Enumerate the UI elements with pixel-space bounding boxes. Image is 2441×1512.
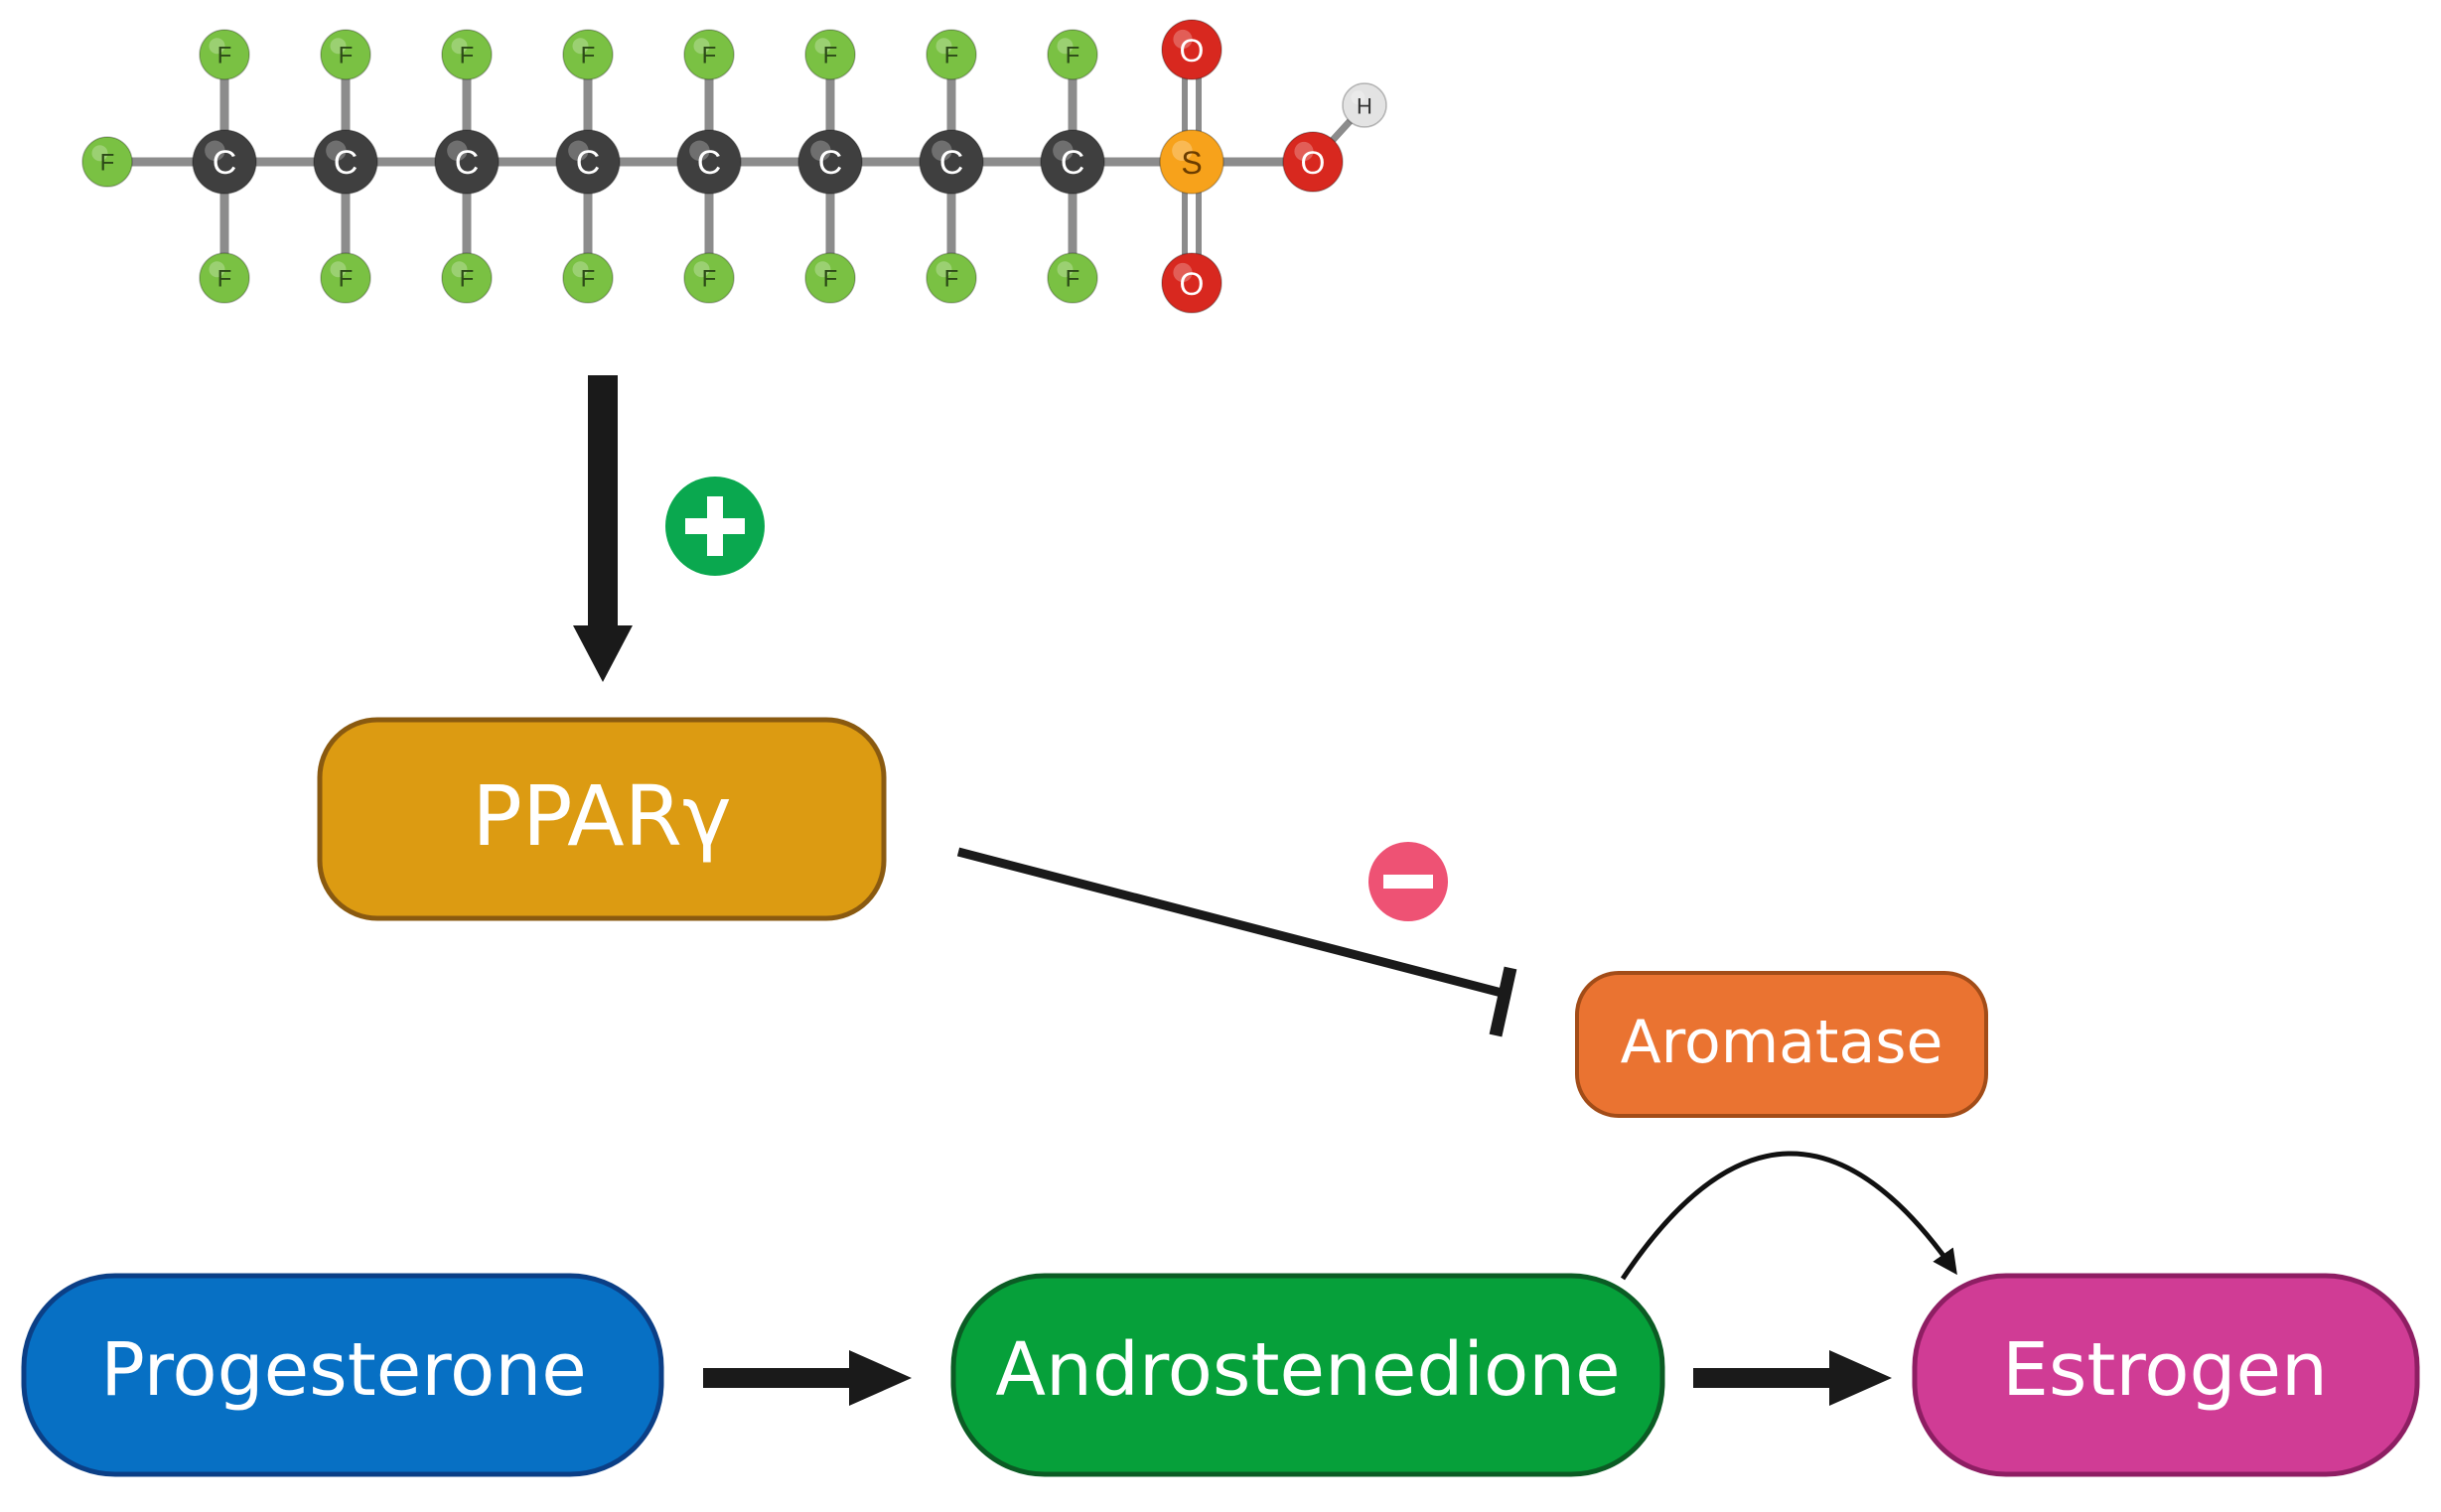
- fluorine-atom-label: F: [702, 266, 717, 293]
- carbon-atom: C: [1040, 129, 1105, 195]
- carbon-atom-label: C: [939, 144, 964, 182]
- androstenedione-label: Androstenedione: [995, 1327, 1620, 1413]
- carbon-atom: C: [797, 129, 863, 195]
- oxygen-atom-label: O: [1301, 145, 1326, 181]
- fluorine-atom-label: F: [339, 43, 354, 69]
- plus-sign-icon: [665, 477, 765, 576]
- fluorine-atom: F: [320, 252, 371, 304]
- activation-arrow: [573, 375, 633, 682]
- fluorine-atom-label: F: [217, 43, 232, 69]
- estrogen-node: Estrogen: [1912, 1273, 2420, 1477]
- oxygen-atom-label: O: [1180, 33, 1205, 69]
- fluorine-atom: F: [562, 252, 614, 304]
- fluorine-atom-label: F: [823, 266, 838, 293]
- oxygen-atom: O: [1161, 19, 1222, 80]
- fluorine-atom: F: [441, 29, 493, 80]
- carbon-atom-label: C: [213, 144, 237, 182]
- fluorine-atom: F: [320, 29, 371, 80]
- fluorine-atom: F: [683, 29, 735, 80]
- fluorine-atom: F: [81, 136, 133, 188]
- fluorine-atom: F: [199, 252, 250, 304]
- aromatase-node: Aromatase: [1575, 971, 1988, 1118]
- carbon-atom: C: [919, 129, 984, 195]
- conversion-arrow-1: [703, 1350, 912, 1406]
- inhibition-line: [956, 847, 1517, 1037]
- fluorine-atom-label: F: [702, 43, 717, 69]
- fluorine-atom-label: F: [581, 266, 596, 293]
- carbon-atom: C: [313, 129, 378, 195]
- fluorine-atom-label: F: [944, 43, 959, 69]
- fluorine-atom-label: F: [460, 266, 475, 293]
- carbon-atom-label: C: [455, 144, 480, 182]
- oxygen-atom: O: [1161, 252, 1222, 314]
- sulfur-atom: S: [1159, 129, 1224, 195]
- pfos-molecule: F F F C F F C F F C F F C F F C F F C F F C F F C S O O O H: [81, 19, 1387, 314]
- estrogen-label: Estrogen: [2002, 1327, 2328, 1413]
- minus-sign-icon: [1368, 842, 1448, 921]
- aromatase-label: Aromatase: [1621, 1008, 1943, 1077]
- carbon-atom: C: [676, 129, 742, 195]
- fluorine-atom: F: [1047, 29, 1098, 80]
- fluorine-atom-label: F: [823, 43, 838, 69]
- carbon-atom: C: [434, 129, 500, 195]
- carbon-atom-label: C: [1061, 144, 1085, 182]
- ppar-gamma-label: PPARγ: [472, 767, 731, 865]
- ppar-gamma-node: PPARγ: [317, 717, 887, 921]
- fluorine-atom-label: F: [581, 43, 596, 69]
- fluorine-atom: F: [562, 29, 614, 80]
- androstenedione-node: Androstenedione: [950, 1273, 1665, 1477]
- carbon-atom-label: C: [576, 144, 601, 182]
- fluorine-atom-label: F: [1066, 266, 1080, 293]
- carbon-atom: C: [555, 129, 621, 195]
- fluorine-atom: F: [926, 29, 977, 80]
- aromatase-curve-arrow: [1620, 1151, 1957, 1281]
- progesterone-node: Progesterone: [21, 1273, 664, 1477]
- carbon-atom-label: C: [697, 144, 722, 182]
- fluorine-atom-label: F: [460, 43, 475, 69]
- sulfur-atom-label: S: [1181, 145, 1202, 181]
- fluorine-atom: F: [1047, 252, 1098, 304]
- hydrogen-atom: H: [1342, 82, 1387, 128]
- fluorine-atom-label: F: [944, 266, 959, 293]
- hydrogen-atom-label: H: [1357, 94, 1372, 119]
- fluorine-atom: F: [683, 252, 735, 304]
- carbon-atom-label: C: [334, 144, 359, 182]
- progesterone-label: Progesterone: [100, 1327, 587, 1413]
- fluorine-atom-label: F: [1066, 43, 1080, 69]
- fluorine-atom-label: F: [100, 150, 115, 177]
- oxygen-atom-label: O: [1180, 266, 1205, 302]
- oxygen-atom: O: [1282, 131, 1344, 193]
- carbon-atom: C: [192, 129, 257, 195]
- fluorine-atom: F: [804, 252, 856, 304]
- fluorine-atom-label: F: [217, 266, 232, 293]
- conversion-arrow-2: [1693, 1350, 1892, 1406]
- fluorine-atom: F: [199, 29, 250, 80]
- fluorine-atom: F: [926, 252, 977, 304]
- fluorine-atom: F: [804, 29, 856, 80]
- carbon-atom-label: C: [818, 144, 843, 182]
- fluorine-atom: F: [441, 252, 493, 304]
- fluorine-atom-label: F: [339, 266, 354, 293]
